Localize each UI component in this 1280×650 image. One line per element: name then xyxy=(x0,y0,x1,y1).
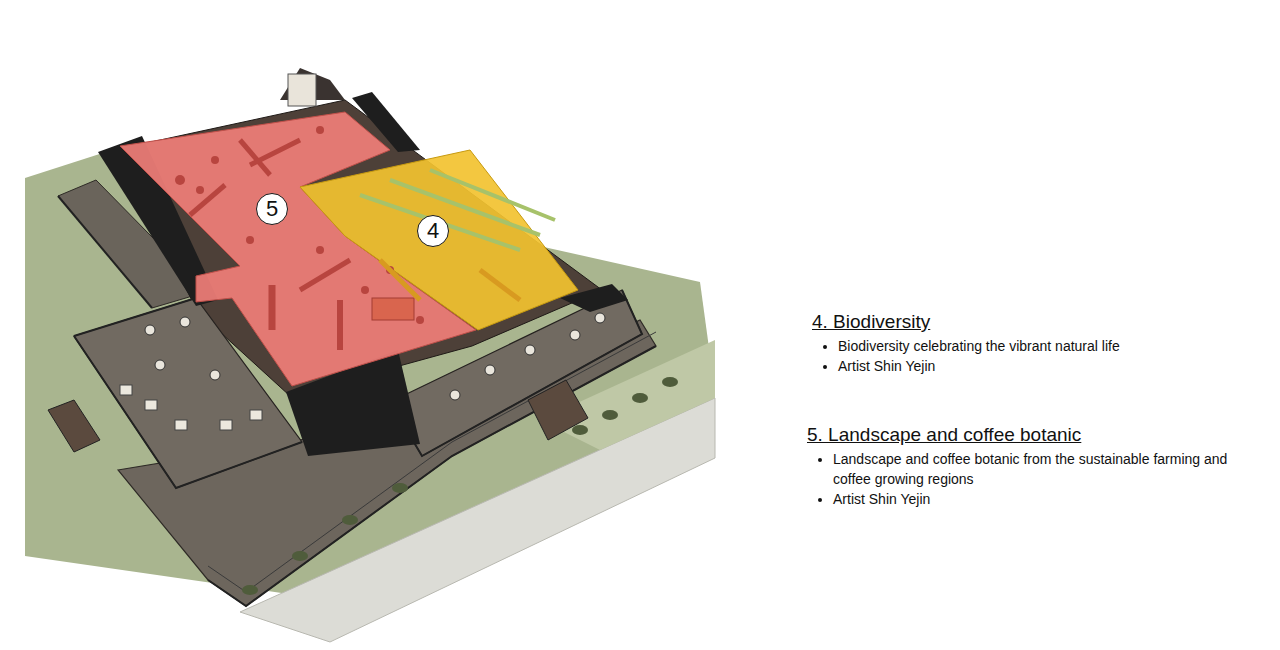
table xyxy=(175,175,185,185)
table xyxy=(210,370,220,380)
shrub xyxy=(662,377,678,387)
beam xyxy=(430,170,555,220)
stair xyxy=(528,380,588,440)
note-bullet: Landscape and coffee botanic from the su… xyxy=(833,449,1269,489)
table xyxy=(145,325,155,335)
lawn xyxy=(25,150,715,600)
beam xyxy=(360,195,520,250)
armchair xyxy=(250,410,262,420)
shrub xyxy=(632,393,648,403)
table xyxy=(180,317,190,327)
table xyxy=(316,126,324,134)
beam xyxy=(250,140,300,165)
shrub xyxy=(392,483,408,493)
table xyxy=(316,246,324,254)
table xyxy=(361,286,369,294)
beam xyxy=(190,185,225,215)
table xyxy=(155,360,165,370)
armchair xyxy=(220,420,232,430)
table xyxy=(525,345,535,355)
table xyxy=(416,316,424,324)
beam xyxy=(480,270,520,300)
shrub xyxy=(342,515,358,525)
callout-number: 5 xyxy=(256,193,288,225)
armchair xyxy=(120,385,132,395)
table xyxy=(211,156,219,164)
note-heading: 4. Biodiversity xyxy=(812,310,1272,334)
table xyxy=(595,313,605,323)
shrub xyxy=(242,585,258,595)
callout-text: 5 xyxy=(266,198,278,220)
shrub xyxy=(602,410,618,420)
window-frame xyxy=(288,74,316,106)
callout-number: 4 xyxy=(417,215,449,247)
note-group: 5. Landscape and coffee botanicLandscape… xyxy=(807,423,1269,509)
table xyxy=(450,390,460,400)
table xyxy=(246,236,254,244)
note-group: 4. BiodiversityBiodiversity celebrating … xyxy=(812,310,1272,376)
beam xyxy=(390,180,540,235)
shrub xyxy=(292,551,308,561)
note-heading: 5. Landscape and coffee botanic xyxy=(807,423,1269,447)
counter xyxy=(372,298,414,320)
beam xyxy=(380,260,420,300)
note-bullet: Biodiversity celebrating the vibrant nat… xyxy=(838,336,1272,356)
beam xyxy=(300,260,350,290)
table xyxy=(485,365,495,375)
note-bullet: Artist Shin Yejin xyxy=(833,489,1269,509)
column xyxy=(269,285,276,330)
table xyxy=(196,186,204,194)
note-bullet: Artist Shin Yejin xyxy=(838,356,1272,376)
terrace-railing xyxy=(74,298,196,336)
terrace-railing xyxy=(74,336,302,488)
callout-text: 4 xyxy=(427,220,439,242)
armchair xyxy=(145,400,157,410)
armchair xyxy=(175,420,187,430)
column xyxy=(337,300,343,350)
shrub xyxy=(572,425,588,435)
stair xyxy=(48,400,100,452)
table xyxy=(570,330,580,340)
